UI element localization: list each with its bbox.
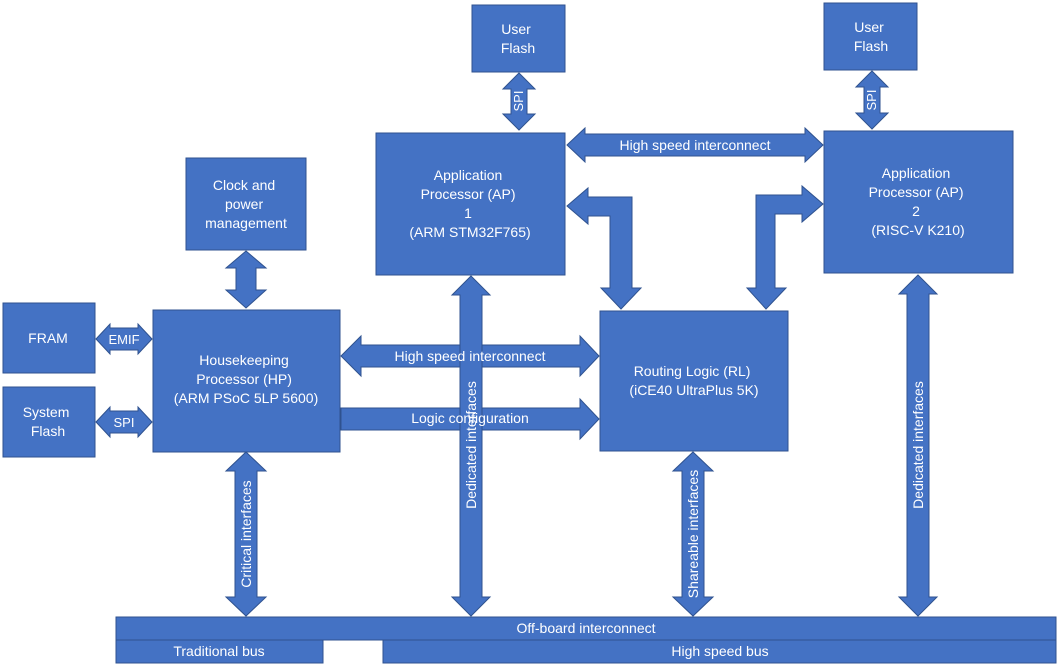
spi-label-ap1: SPI xyxy=(511,91,526,112)
emif-arrow xyxy=(95,322,153,356)
hp-block xyxy=(152,309,341,453)
rl-label: Routing Logic (RL) (iCE40 UltraPlus 5K) xyxy=(629,363,758,398)
traditional-bus-bar xyxy=(115,639,324,664)
dedicated-label-ap2: Dedicated interfaces xyxy=(910,381,926,509)
hs-arrow-ap1-ap2 xyxy=(566,126,824,164)
dedicated-arrow-ap2 xyxy=(897,274,939,617)
traditional-bus-label: Traditional bus xyxy=(173,643,264,659)
hs-label-ap1-ap2: High speed interconnect xyxy=(620,137,771,153)
logic-config-label: Logic configuration xyxy=(411,410,529,426)
hs-label-hp-rl: High speed interconnect xyxy=(395,348,546,364)
spi-arrow-hp xyxy=(95,405,153,439)
ap2-label: Application Processor (AP) 2 (RISC-V K21… xyxy=(869,165,968,238)
ap1-rl-arrow xyxy=(566,186,643,310)
critical-arrow xyxy=(224,451,268,617)
clock-hp-arrow xyxy=(224,250,268,309)
spi-label-ap2: SPI xyxy=(864,90,879,111)
fram-label: FRAM xyxy=(28,330,68,346)
clock-label: Clock and power management xyxy=(205,177,287,231)
offboard-label: Off-board interconnect xyxy=(516,620,655,636)
fram-block xyxy=(2,302,96,374)
spi-arrow-ap2 xyxy=(854,70,890,130)
ap2-rl-arrow xyxy=(745,184,824,310)
critical-label: Critical interfaces xyxy=(238,480,254,587)
user-flash-1-label: User Flash xyxy=(501,21,535,56)
clock-block xyxy=(185,157,307,251)
user-flash-2-label: User Flash xyxy=(854,19,888,54)
hp-label: Housekeeping Processor (HP) (ARM PSoC 5L… xyxy=(174,352,318,406)
high-speed-bus-bar xyxy=(382,639,1057,664)
user-flash-1-block xyxy=(471,4,566,73)
emif-label: EMIF xyxy=(108,332,139,347)
ap1-block xyxy=(375,132,566,276)
system-flash-label: System Flash xyxy=(23,404,74,439)
ap1-label: Application Processor (AP) 1 (ARM STM32F… xyxy=(409,167,530,240)
spi-label-hp: SPI xyxy=(114,415,135,430)
system-flash-block xyxy=(2,386,96,458)
dedicated-arrow-ap1 xyxy=(450,275,492,617)
high-speed-bus-label: High speed bus xyxy=(671,643,768,659)
spi-arrow-ap1 xyxy=(501,72,537,131)
shareable-label: Shareable interfaces xyxy=(685,470,701,598)
user-flash-2-block xyxy=(823,2,918,71)
rl-block xyxy=(599,310,789,452)
shareable-arrow xyxy=(671,451,715,617)
ap2-block xyxy=(823,130,1014,274)
dedicated-label-ap1: Dedicated interfaces xyxy=(463,381,479,509)
